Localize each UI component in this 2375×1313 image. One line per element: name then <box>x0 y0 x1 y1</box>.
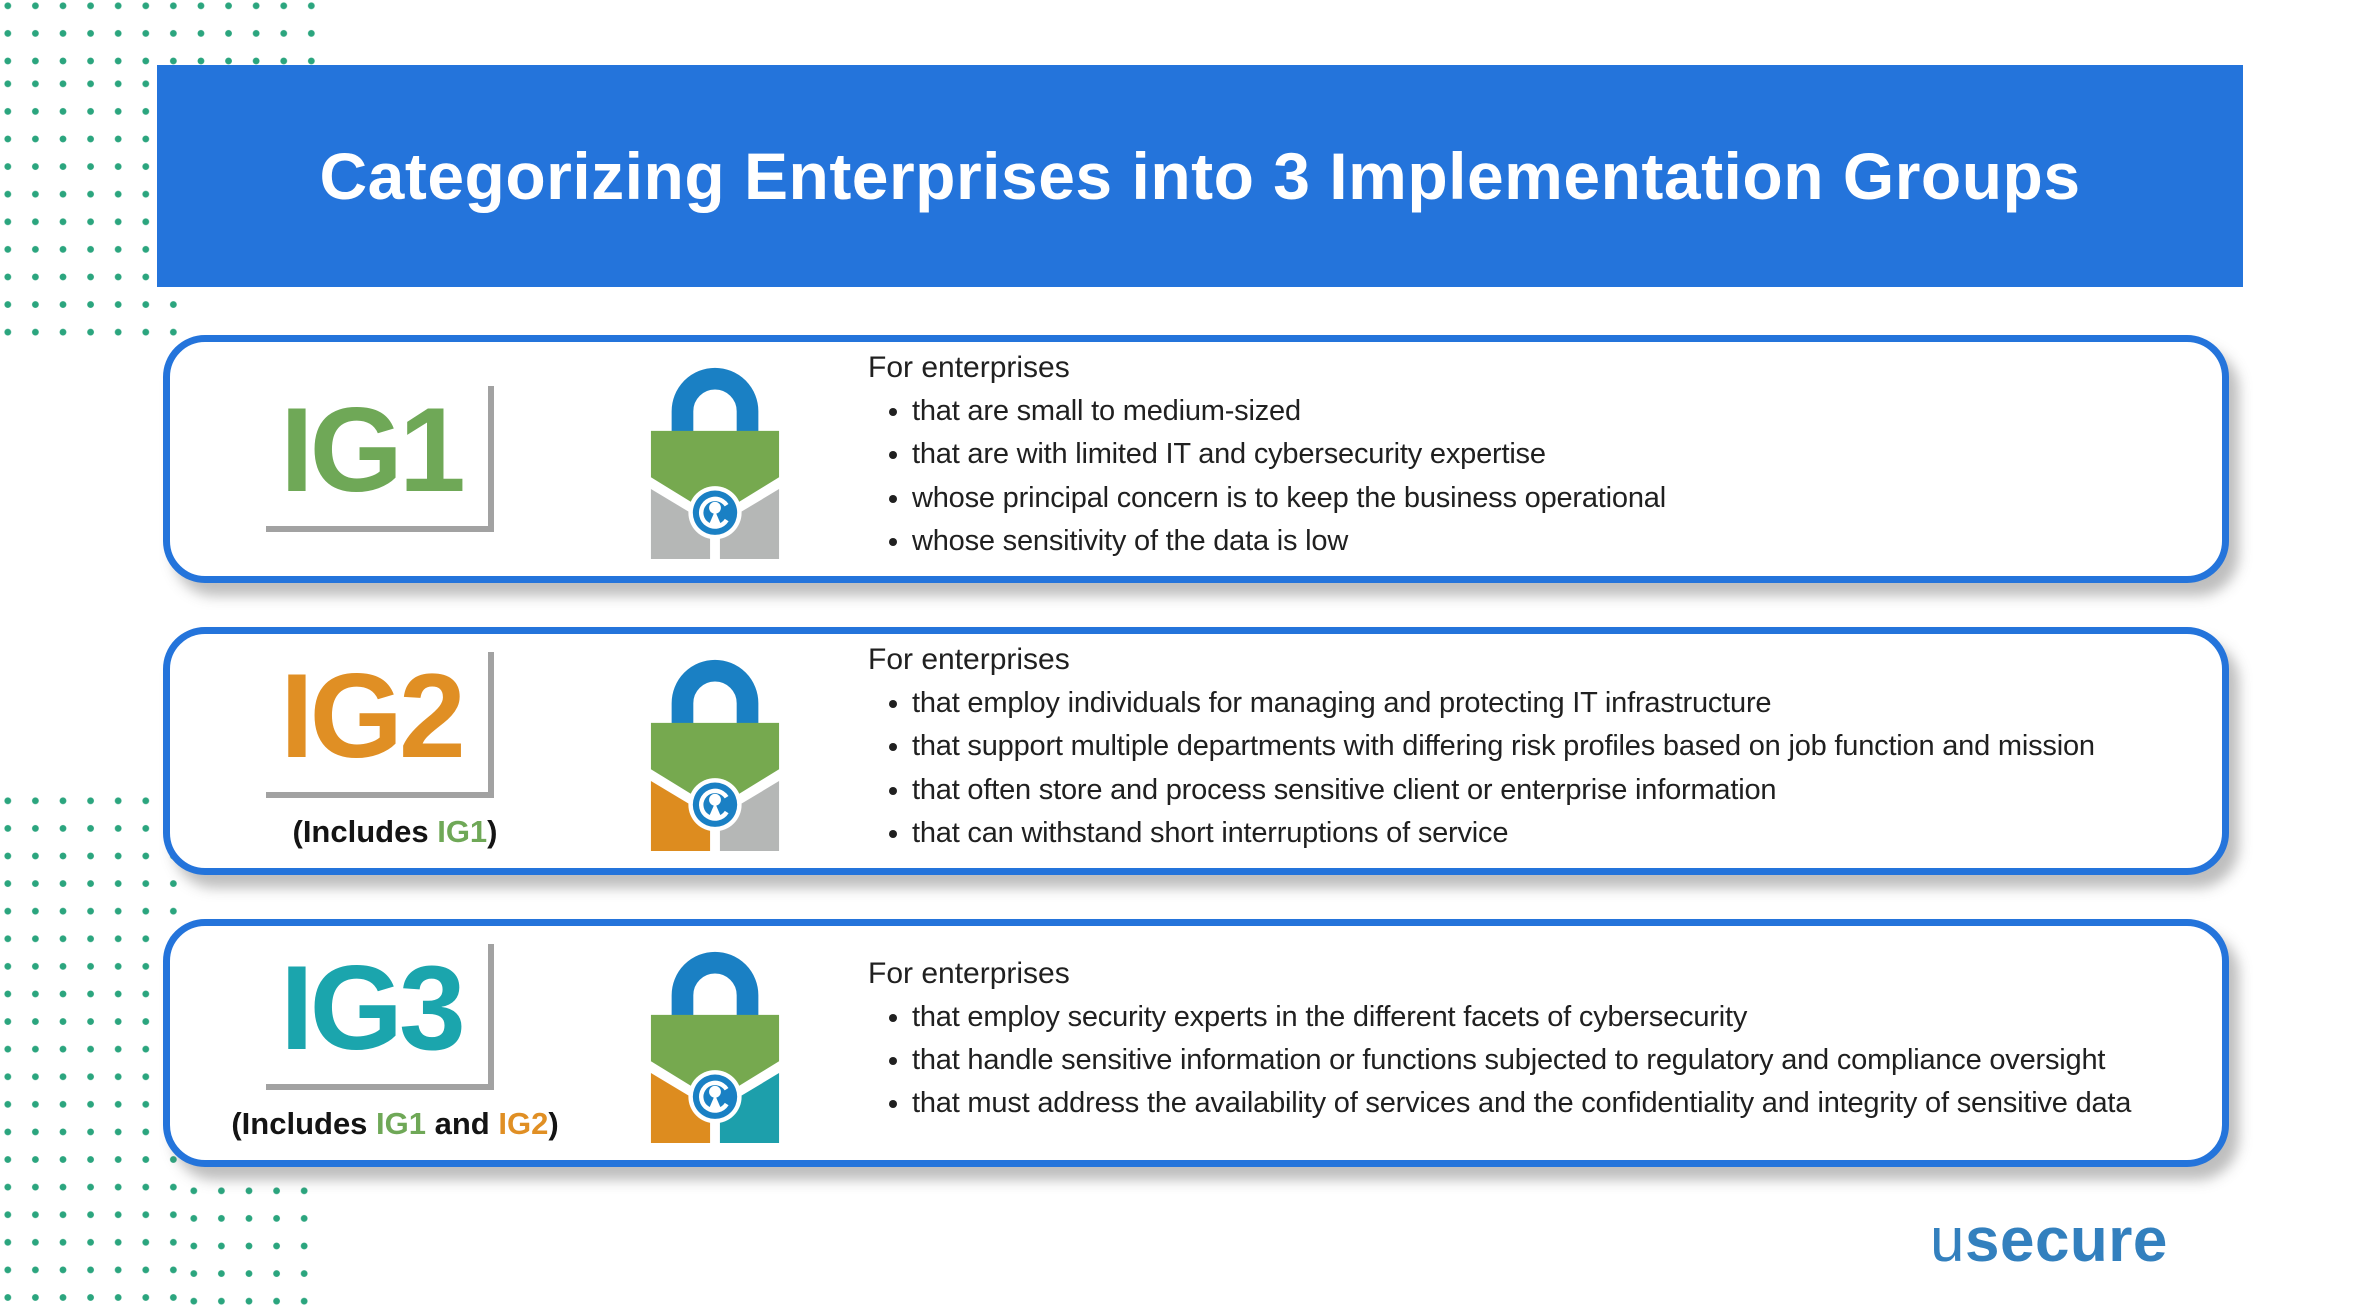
card-ig2: IG2 (Includes IG1) For enterprises that … <box>163 627 2229 875</box>
includes-caption: (Includes IG1) <box>292 814 498 849</box>
dot-pattern-bottom-left <box>0 795 186 1313</box>
bullet-item: that employ security experts in the diff… <box>912 1000 2196 1034</box>
lock-shackle <box>671 951 759 1022</box>
intro-text: For enterprises <box>868 956 1070 990</box>
keyhole-stem <box>709 510 721 525</box>
includes-caption: (Includes IG1 and IG2) <box>231 1106 559 1141</box>
ig3-wordmark-block: IG3 (Includes IG1 and IG2) <box>200 944 590 1142</box>
ig1-description: For enterprises that are small to medium… <box>840 351 2196 567</box>
intro-text: For enterprises <box>868 351 1070 385</box>
ig1-wordmark: IG1 <box>266 386 494 532</box>
bullet-item: that are with limited IT and cybersecuri… <box>912 437 2196 471</box>
logo-rest: secure <box>1964 1206 2168 1275</box>
lock-top-panel <box>650 722 780 809</box>
card-ig3: IG3 (Includes IG1 and IG2) For enterpris… <box>163 919 2229 1167</box>
bullet-list: that employ security experts in the diff… <box>868 1000 2196 1121</box>
bullet-item: that handle sensitive information or fun… <box>912 1043 2196 1077</box>
lock-top-panel <box>650 1014 780 1101</box>
lock-right-panel <box>719 781 780 852</box>
ig2-lock-block <box>590 649 840 853</box>
padlock-icon <box>650 951 780 1144</box>
dot-pattern-top-left <box>0 78 186 338</box>
logo-prefix: u <box>1930 1206 1965 1275</box>
keyhole-stem <box>709 802 721 817</box>
bullet-item: that employ individuals for managing and… <box>912 686 2196 720</box>
ig3-wordmark: IG3 <box>266 944 494 1090</box>
bullet-item: whose sensitivity of the data is low <box>912 524 2196 558</box>
page-title: Categorizing Enterprises into 3 Implemen… <box>319 139 2081 213</box>
lock-right-panel <box>719 489 780 560</box>
bullet-list: that are small to medium-sized that are … <box>868 394 2196 558</box>
lock-shackle <box>671 367 759 438</box>
padlock-icon <box>650 367 780 560</box>
ig2-wordmark-block: IG2 (Includes IG1) <box>200 652 590 850</box>
lock-top-panel <box>650 430 780 517</box>
usecure-logo: usecure <box>1930 1205 2168 1276</box>
ig3-lock-block <box>590 941 840 1145</box>
ig3-description: For enterprises that employ security exp… <box>840 957 2196 1130</box>
bullet-item: that must address the availability of se… <box>912 1086 2196 1120</box>
ig2-description: For enterprises that employ individuals … <box>840 643 2196 859</box>
card-ig1: IG1 For enterprises that are small to me… <box>163 335 2229 583</box>
bullet-item: that often store and process sensitive c… <box>912 773 2196 807</box>
header-banner: Categorizing Enterprises into 3 Implemen… <box>157 65 2243 287</box>
ig2-wordmark: IG2 <box>266 652 494 798</box>
dot-pattern-bottom <box>186 1185 326 1313</box>
bullet-item: that can withstand short interruptions o… <box>912 816 2196 850</box>
lock-shackle <box>671 659 759 730</box>
bullet-list: that employ individuals for managing and… <box>868 686 2196 850</box>
lock-left-panel <box>650 1073 711 1144</box>
keyhole-head <box>709 1085 721 1098</box>
ig1-wordmark-block: IG1 <box>200 386 590 532</box>
ig1-lock-block <box>590 357 840 561</box>
bullet-item: that support multiple departments with d… <box>912 729 2196 763</box>
bullet-item: that are small to medium-sized <box>912 394 2196 428</box>
lock-left-panel <box>650 489 711 560</box>
keyhole-head <box>709 793 721 806</box>
bullet-item: whose principal concern is to keep the b… <box>912 481 2196 515</box>
keyhole-head <box>709 501 721 514</box>
padlock-icon <box>650 659 780 852</box>
intro-text: For enterprises <box>868 643 1070 677</box>
keyhole-stem <box>709 1094 721 1109</box>
lock-left-panel <box>650 781 711 852</box>
lock-right-panel <box>719 1073 780 1144</box>
